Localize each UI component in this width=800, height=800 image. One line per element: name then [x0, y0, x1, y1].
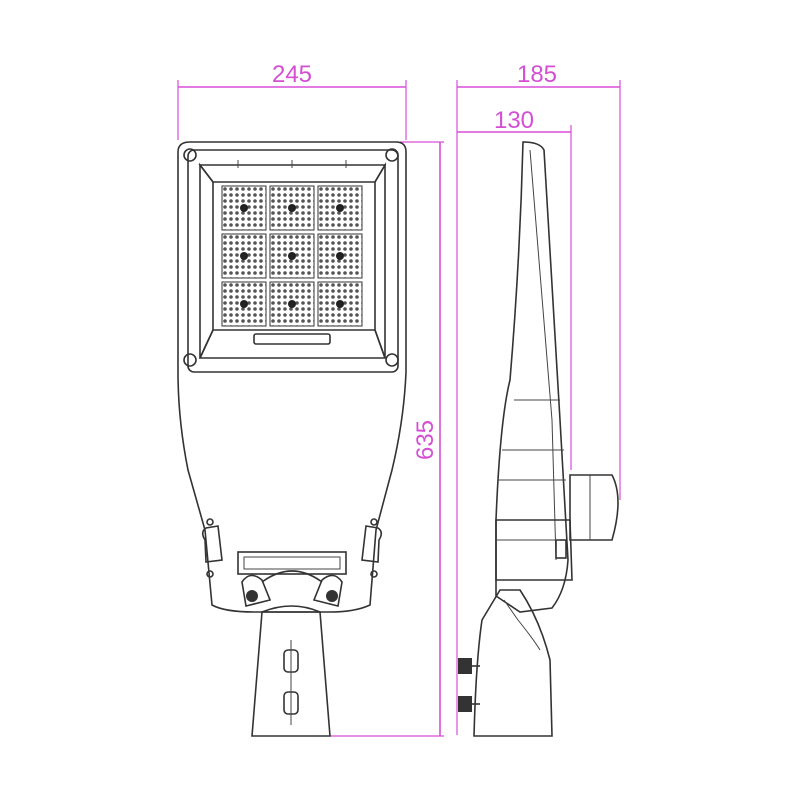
dimension-lines	[177, 80, 621, 737]
side-body-dimension-label: 130	[494, 107, 534, 134]
side-view	[458, 141, 619, 737]
led-module-grid	[221, 185, 363, 327]
height-dimension-label: 635	[412, 420, 439, 460]
side-total-dimension-label: 185	[517, 61, 557, 88]
width-dimension-label: 245	[272, 61, 312, 88]
front-view	[177, 141, 407, 737]
